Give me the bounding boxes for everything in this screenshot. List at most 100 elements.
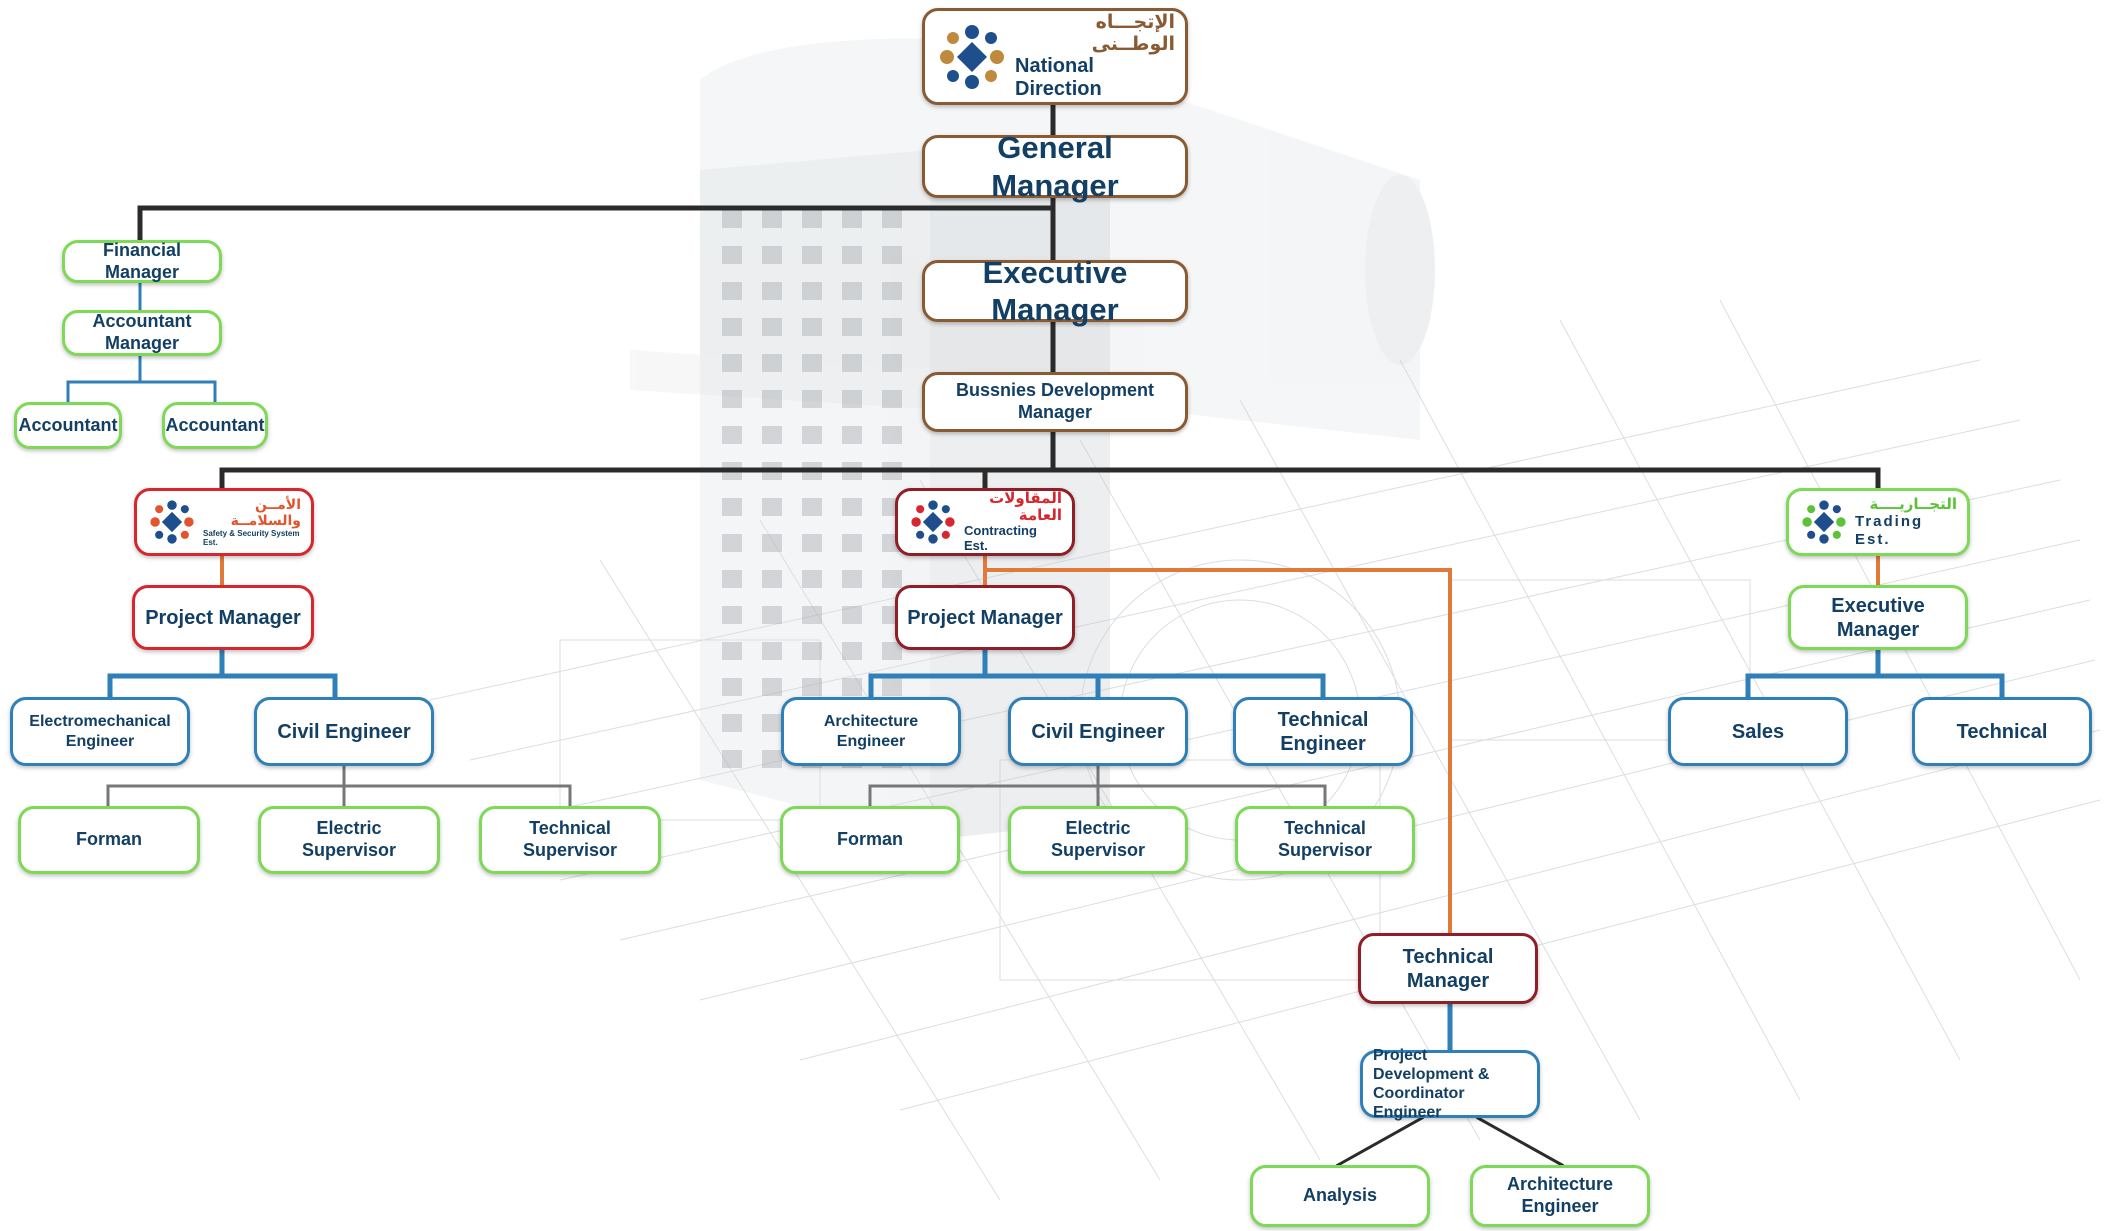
forman-label: Forman xyxy=(836,829,903,850)
contracting-technical-engineer-box: Technical Engineer xyxy=(1233,697,1413,766)
building-window xyxy=(842,498,862,516)
electric-supervisor-label: Electric Supervisor xyxy=(301,818,397,860)
contracting-electric-supervisor-box: Electric Supervisor xyxy=(1008,806,1188,874)
project-development-label-line1: Project Development & xyxy=(1373,1046,1490,1083)
building-window xyxy=(882,210,902,228)
safety-technical-supervisor-box: Technical Supervisor xyxy=(479,806,661,874)
building-window xyxy=(842,570,862,588)
building-window xyxy=(802,210,822,228)
building-window xyxy=(842,318,862,336)
contracting-technical-supervisor-box: Technical Supervisor xyxy=(1235,806,1415,874)
logo-arabic-text: المقاولات العامة xyxy=(989,488,1062,525)
sales-box: Sales xyxy=(1668,697,1848,766)
building-window xyxy=(762,498,782,516)
building-window xyxy=(762,210,782,228)
safety-security-logo: الأمــن والسلامــة Safety & Security Sys… xyxy=(134,488,314,556)
building-window xyxy=(802,570,822,588)
building-window xyxy=(882,426,902,444)
technical-box: Technical xyxy=(1912,697,2092,766)
project-development-label-line2: Coordinator Engineer xyxy=(1373,1085,1465,1122)
building-window xyxy=(842,282,862,300)
building-window xyxy=(842,354,862,372)
financial-manager-label: Financial Manager xyxy=(102,239,182,282)
trading-executive-manager-box: Executive Manager xyxy=(1788,585,1968,650)
building-window xyxy=(762,246,782,264)
building-window xyxy=(722,570,742,588)
accountant-box-1: Accountant xyxy=(14,402,122,449)
building-window xyxy=(802,642,822,660)
building-window xyxy=(722,390,742,408)
architecture-engineer-label: Architecture Engineer xyxy=(823,713,919,750)
building-window xyxy=(842,678,862,696)
building-window xyxy=(802,318,822,336)
building-window xyxy=(722,282,742,300)
electromechanical-engineer-label: Electromechanical Engineer xyxy=(29,713,171,750)
executive-manager-label: Executive Manager xyxy=(1831,594,1925,641)
logo-arabic-text: الأمــن والسلامــة xyxy=(230,496,301,529)
logo-english-text: Contracting Est. xyxy=(964,523,1037,554)
technical-supervisor-label: Technical Supervisor xyxy=(1277,818,1373,860)
building-window xyxy=(762,750,782,768)
contracting-civil-engineer-box: Civil Engineer xyxy=(1008,697,1188,766)
civil-engineer-label: Civil Engineer xyxy=(1031,720,1165,743)
building-window xyxy=(802,282,822,300)
general-manager-label: General Manager xyxy=(991,130,1119,203)
electric-supervisor-label: Electric Supervisor xyxy=(1050,818,1146,860)
building-window xyxy=(802,246,822,264)
building-window xyxy=(722,534,742,552)
contracting-architecture-engineer-box: Architecture Engineer xyxy=(781,697,961,766)
accountant-label: Accountant xyxy=(165,414,265,435)
project-manager-label: Project Manager xyxy=(145,606,301,629)
building-window xyxy=(842,246,862,264)
safety-forman-box: Forman xyxy=(18,806,200,874)
people-circle-logo-icon xyxy=(1802,500,1846,544)
building-window xyxy=(762,318,782,336)
building-window xyxy=(882,354,902,372)
building-window xyxy=(882,246,902,264)
building-window xyxy=(762,426,782,444)
general-manager-box: General Manager xyxy=(922,130,1188,203)
contracting-logo: المقاولات العامة Contracting Est. xyxy=(895,488,1075,556)
building-window xyxy=(842,210,862,228)
logo-english-text: National Direction xyxy=(1015,55,1102,101)
architecture-engineer-2-box: Architecture Engineer xyxy=(1470,1165,1650,1227)
building-window xyxy=(802,498,822,516)
building-window xyxy=(762,354,782,372)
building-window xyxy=(762,282,782,300)
executive-manager-label: Executive Manager xyxy=(982,254,1128,327)
building-window xyxy=(802,606,822,624)
technical-supervisor-label: Technical Supervisor xyxy=(522,818,618,860)
building-window xyxy=(802,390,822,408)
building-window xyxy=(882,282,902,300)
building-window xyxy=(882,570,902,588)
building-window xyxy=(722,678,742,696)
technical-engineer-label: Technical Engineer xyxy=(1277,708,1369,755)
analysis-label: Analysis xyxy=(1302,1185,1378,1206)
contracting-project-manager-box: Project Manager xyxy=(895,585,1075,650)
building-window xyxy=(722,426,742,444)
building-window xyxy=(802,678,822,696)
building-window xyxy=(762,570,782,588)
trading-logo: التجــاريــــة Trading Est. xyxy=(1786,488,1970,556)
civil-engineer-label: Civil Engineer xyxy=(277,720,411,743)
building-window xyxy=(762,714,782,732)
building-window xyxy=(722,750,742,768)
business-development-manager-label: Bussnies Development Manager xyxy=(955,380,1155,422)
building-window xyxy=(802,534,822,552)
project-manager-label: Project Manager xyxy=(907,606,1063,629)
building-window xyxy=(842,426,862,444)
building-window xyxy=(802,354,822,372)
national-direction-logo: الإتجـــاه الوطــنى National Direction xyxy=(922,8,1188,105)
building-window xyxy=(842,390,862,408)
building-window xyxy=(802,426,822,444)
building-window xyxy=(762,534,782,552)
people-circle-logo-icon xyxy=(911,500,955,544)
analysis-box: Analysis xyxy=(1250,1165,1430,1227)
people-circle-logo-icon xyxy=(150,500,194,544)
accountant-manager-box: Accountant Manager xyxy=(62,310,222,356)
forman-label: Forman xyxy=(75,829,142,850)
building-window xyxy=(762,642,782,660)
building-window xyxy=(722,246,742,264)
